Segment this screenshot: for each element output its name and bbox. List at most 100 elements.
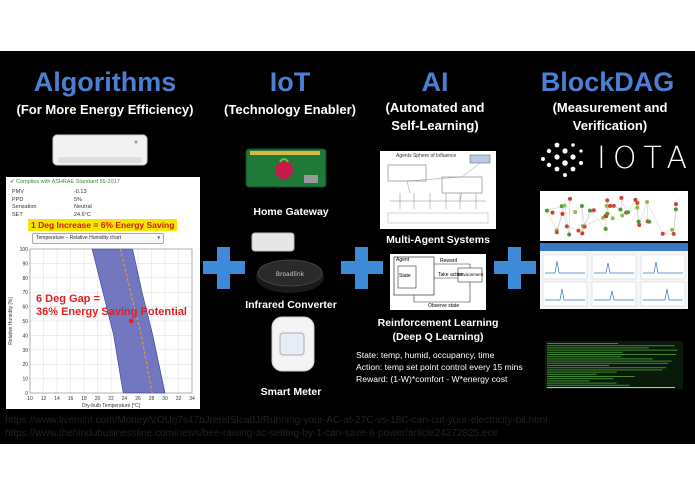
terminal-line xyxy=(547,356,622,358)
tangle-edge xyxy=(621,197,623,216)
tangle-edge xyxy=(589,210,606,229)
x-tick-label: 34 xyxy=(189,396,195,402)
terminal-line xyxy=(547,354,677,355)
tangle-node xyxy=(619,195,624,200)
tangle-node xyxy=(673,202,678,207)
state-line: State: temp, humid, occupancy, time xyxy=(356,350,495,360)
tangle-edge xyxy=(646,202,648,222)
tangle-node xyxy=(611,203,616,208)
y-tick-label: 20 xyxy=(22,362,28,368)
x-tick-label: 14 xyxy=(54,396,60,402)
x-tick-label: 10 xyxy=(27,396,33,402)
y-tick-label: 10 xyxy=(22,377,28,383)
source-link[interactable]: https://www.thehindubusinessline.com/new… xyxy=(5,428,499,439)
tangle-node xyxy=(603,226,608,231)
tangle-node xyxy=(567,232,572,237)
comfort-zone xyxy=(91,248,166,394)
current-point xyxy=(128,318,134,324)
raspberry-pi-image xyxy=(244,137,328,197)
tangle-node xyxy=(580,231,585,236)
terminal-line xyxy=(547,351,623,353)
tangle-edge xyxy=(582,210,591,234)
smart-meter-label: Smart Meter xyxy=(260,386,322,398)
plus-icon xyxy=(341,247,383,289)
tangle-node xyxy=(660,231,665,236)
y-tick-label: 40 xyxy=(22,333,28,339)
subheading-iot: (Technology Enabler) xyxy=(224,102,356,117)
x-tick-label: 32 xyxy=(176,396,182,402)
tangle-node xyxy=(605,211,610,216)
x-tick-label: 18 xyxy=(81,396,87,402)
rl-title: Reinforcement Learning xyxy=(377,317,499,329)
tangle-node xyxy=(635,201,640,206)
heading-blockdag: BlockDAG xyxy=(540,67,675,97)
terminal-line xyxy=(547,345,675,347)
terminal-line xyxy=(547,343,619,344)
tangle-node xyxy=(544,208,549,213)
tangle-node xyxy=(588,208,593,213)
gap-annotation: 6 Deg Gap = 36% Energy Saving Potential xyxy=(36,293,187,318)
tangle-edge xyxy=(564,205,576,213)
x-tick-label: 30 xyxy=(162,396,168,402)
source-link[interactable]: https://www.livemint.com/Money/VOUrj7s47… xyxy=(5,415,548,426)
action-line: Action: temp set point control every 15 … xyxy=(356,362,523,372)
slide: Algorithms (For More Energy Efficiency) … xyxy=(0,51,695,444)
chart-type-select[interactable]: Temperature – Relative Humidity chart ▾ xyxy=(32,233,164,244)
check-icon: ✔ xyxy=(10,179,15,185)
x-tick-label: 20 xyxy=(95,396,101,402)
multi-agent-label: Multi-Agent Systems xyxy=(386,234,490,246)
tangle-node xyxy=(576,228,581,233)
terminal-screenshot xyxy=(545,341,683,389)
energy-saving-highlight: 1 Deg Increase = 6% Energy Saving xyxy=(28,219,178,231)
tangle-edge xyxy=(646,201,663,234)
heading-iot: IoT xyxy=(269,67,311,97)
y-tick-label: 60 xyxy=(22,305,28,311)
tangle-edge xyxy=(566,226,579,231)
comfort-tool-panel: ✔ Complies with ASHRAE Standard 55-2017 … xyxy=(6,177,200,409)
terminal-line xyxy=(547,382,617,384)
tangle-edge xyxy=(605,216,607,229)
result-row: PMV-0.13 xyxy=(12,189,87,195)
subheading-algorithms: (For More Energy Efficiency) xyxy=(16,102,194,117)
tangle-edge xyxy=(564,205,570,235)
tangle-edge xyxy=(639,201,648,226)
smart-meter-image xyxy=(262,313,322,375)
multi-agent-diagram: Agents Sphere of Influence xyxy=(380,151,496,229)
tangle-node xyxy=(604,203,609,208)
y-tick-label: 100 xyxy=(20,247,29,253)
terminal-line xyxy=(547,347,649,349)
tangle-node xyxy=(560,211,565,216)
plus-icon xyxy=(203,247,245,289)
x-axis-label: Dry-bulb Temperature [°C] xyxy=(82,403,141,409)
chevron-down-icon: ▾ xyxy=(157,235,160,241)
plus-icon xyxy=(494,247,536,289)
tangle-edge xyxy=(621,197,627,213)
tangle-edge xyxy=(546,206,562,211)
x-tick-label: 16 xyxy=(68,396,74,402)
tangle-node xyxy=(637,223,642,228)
tangle-node xyxy=(608,203,613,208)
infrared-converter-image: Broadlink xyxy=(244,229,328,297)
terminal-line xyxy=(547,369,663,371)
x-tick-label: 24 xyxy=(122,396,128,402)
tangle-node xyxy=(605,198,610,203)
tangle-node xyxy=(635,205,640,210)
subheading-ai: (Automated and Self-Learning) xyxy=(385,100,485,133)
terminal-line xyxy=(547,367,666,369)
tangle-node xyxy=(564,224,569,229)
subheading-blockdag: (Measurement and Verification) xyxy=(552,100,668,133)
tangle-node xyxy=(591,208,596,213)
tangle-node xyxy=(562,203,567,208)
terminal-line xyxy=(547,387,676,388)
y-tick-label: 80 xyxy=(22,276,28,282)
x-tick-label: 22 xyxy=(108,396,114,402)
tangle-node xyxy=(618,207,623,212)
y-tick-label: 50 xyxy=(22,319,28,325)
terminal-line xyxy=(547,373,597,375)
tangle-edge xyxy=(627,199,636,213)
reinforcement-learning-diagram: Agent State Reward Take action Environme… xyxy=(390,254,486,310)
tangle-node xyxy=(647,219,652,224)
